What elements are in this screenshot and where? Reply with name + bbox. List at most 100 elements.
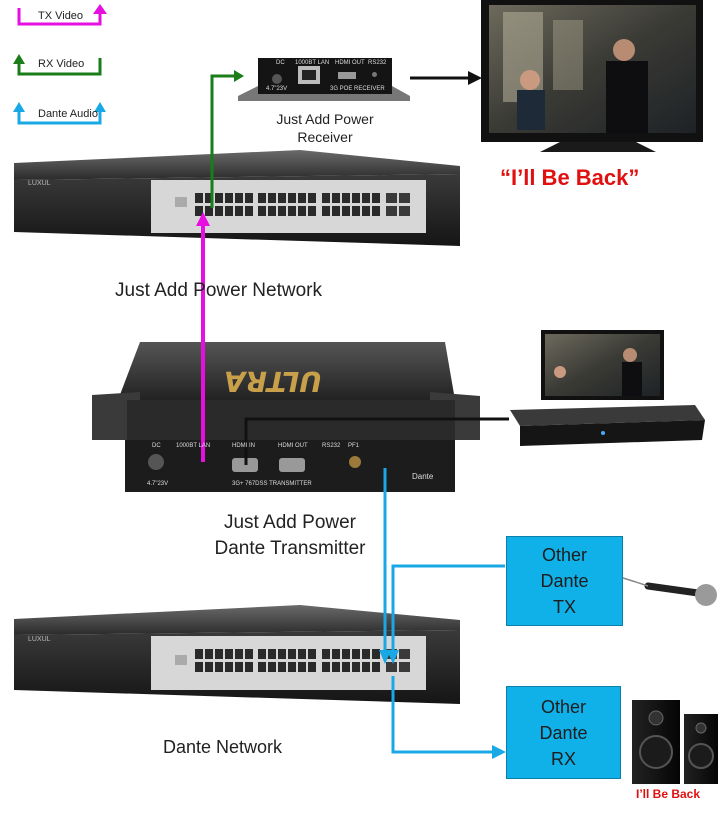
legend-dante-audio-bracket xyxy=(13,102,106,125)
ethernet-port xyxy=(195,206,203,216)
ethernet-port xyxy=(215,649,223,659)
switch1-brand: LUXUL xyxy=(28,180,51,187)
ethernet-port xyxy=(298,662,306,672)
tx-port-pf1: PF1 xyxy=(348,443,360,449)
ethernet-port xyxy=(342,193,350,203)
ethernet-port xyxy=(268,206,276,216)
ethernet-port xyxy=(362,649,370,659)
transmitter-caption-line1: Just Add Power xyxy=(223,512,357,533)
ethernet-port xyxy=(215,662,223,672)
transmitter-caption-line2: Dante Transmitter xyxy=(214,538,366,559)
ethernet-port xyxy=(298,193,306,203)
ethernet-port xyxy=(225,206,233,216)
tx-port-rs232: RS232 xyxy=(322,443,341,449)
receiver-port-rs232: RS232 xyxy=(368,60,387,66)
source-monitor xyxy=(541,330,664,400)
ethernet-port xyxy=(195,662,203,672)
sfp-port xyxy=(386,193,397,203)
ethernet-port xyxy=(278,193,286,203)
receiver-port-dc: DC xyxy=(276,60,285,66)
ethernet-port xyxy=(205,662,213,672)
receiver-caption-line1: Just Add Power xyxy=(276,111,374,127)
ethernet-port xyxy=(362,206,370,216)
ethernet-port xyxy=(278,662,286,672)
tx-port-hdmi-out: HDMI OUT xyxy=(278,443,308,449)
receiver-voltage: 4.7"23V xyxy=(266,86,288,92)
ethernet-port xyxy=(288,193,296,203)
legend-tx-video-bracket xyxy=(17,4,107,26)
ethernet-port xyxy=(225,649,233,659)
ethernet-port xyxy=(245,206,253,216)
other-rx-cable xyxy=(391,676,506,759)
ethernet-port xyxy=(268,193,276,203)
ethernet-port xyxy=(332,662,340,672)
ethernet-port xyxy=(195,649,203,659)
ethernet-port xyxy=(352,206,360,216)
ultra-logo: ULTRA xyxy=(224,365,322,398)
speakers xyxy=(632,700,718,784)
ethernet-port xyxy=(342,206,350,216)
ethernet-port xyxy=(235,649,243,659)
switch2-brand: LUXUL xyxy=(28,636,51,643)
sfp-port xyxy=(399,193,410,203)
ethernet-port xyxy=(362,193,370,203)
tx-voltage: 4.7"23V xyxy=(147,481,169,487)
sfp-port xyxy=(386,662,397,672)
sfp-port xyxy=(399,662,410,672)
ethernet-port xyxy=(372,662,380,672)
ethernet-port xyxy=(342,662,350,672)
ethernet-port xyxy=(205,206,213,216)
receiver-caption-line2: Receiver xyxy=(297,129,353,145)
dante-switch-ports xyxy=(195,649,410,672)
rx-video-cable xyxy=(210,70,244,208)
other-dante-tx-box: Other Dante TX xyxy=(506,536,623,626)
ethernet-port xyxy=(288,206,296,216)
receiver-caption: Just Add Power Receiver xyxy=(255,110,395,146)
ethernet-port xyxy=(235,662,243,672)
ethernet-port xyxy=(332,193,340,203)
ethernet-port xyxy=(322,193,330,203)
other-rx-line3: RX xyxy=(550,748,576,769)
ethernet-port xyxy=(245,193,253,203)
ethernet-port xyxy=(308,662,316,672)
ethernet-port xyxy=(195,193,203,203)
ethernet-port xyxy=(205,649,213,659)
ethernet-port xyxy=(342,649,350,659)
other-tx-line2: Dante xyxy=(540,571,589,591)
ethernet-port xyxy=(215,206,223,216)
ethernet-port xyxy=(205,193,213,203)
tx-port-hdmi-in: HDMI IN xyxy=(232,443,255,449)
ethernet-port xyxy=(215,193,223,203)
sfp-port xyxy=(399,206,410,216)
ethernet-port xyxy=(322,649,330,659)
ethernet-port xyxy=(225,662,233,672)
ethernet-port xyxy=(352,662,360,672)
dante-network-label: Dante Network xyxy=(163,737,283,757)
ethernet-port xyxy=(298,649,306,659)
ethernet-port xyxy=(288,649,296,659)
jap-dante-transmitter: ULTRA xyxy=(92,342,480,492)
hdmi-to-tv-arrow xyxy=(410,71,482,85)
ethernet-port xyxy=(258,206,266,216)
ethernet-port xyxy=(268,649,276,659)
ethernet-port xyxy=(352,193,360,203)
ethernet-port xyxy=(308,206,316,216)
ethernet-port xyxy=(372,649,380,659)
ethernet-port xyxy=(372,206,380,216)
tx-port-lan: 1000BT LAN xyxy=(176,443,211,449)
ethernet-port xyxy=(278,649,286,659)
ethernet-port xyxy=(322,662,330,672)
ethernet-port xyxy=(225,193,233,203)
television xyxy=(481,0,703,152)
ethernet-port xyxy=(268,662,276,672)
ethernet-port xyxy=(352,649,360,659)
ethernet-port xyxy=(258,193,266,203)
speaker-quote: I’ll Be Back xyxy=(636,787,701,801)
receiver-port-lan: 1000BT LAN xyxy=(295,60,330,66)
ethernet-port xyxy=(332,206,340,216)
ethernet-port xyxy=(245,649,253,659)
ethernet-port xyxy=(288,662,296,672)
bluray-player xyxy=(510,405,705,446)
